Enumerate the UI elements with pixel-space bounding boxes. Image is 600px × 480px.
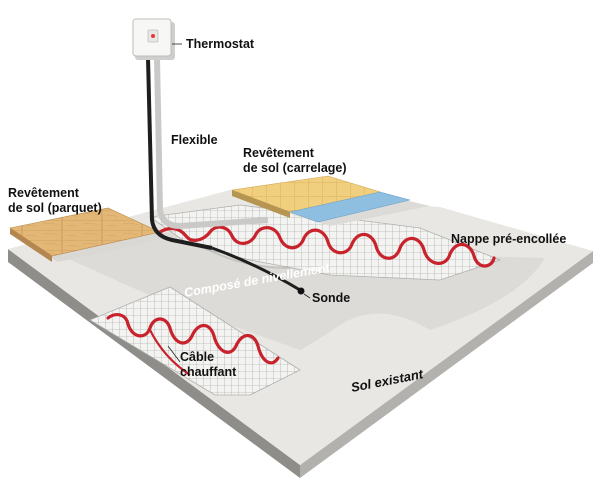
parquet-label-line2: de sol (parquet): [8, 201, 102, 215]
heating-cable-tail: [149, 329, 191, 376]
carrelage-label: Revêtement de sol (carrelage): [243, 146, 347, 176]
cable-label: Câble chauffant: [180, 350, 236, 380]
heating-cable: [106, 225, 496, 376]
tile-edge: [232, 190, 290, 218]
flexible-label: Flexible: [171, 133, 218, 147]
carrelage-label-line2: de sol (carrelage): [243, 161, 347, 175]
nappe-label: Nappe pré-encollée: [451, 232, 567, 246]
parquet-covering: [9, 207, 168, 262]
sonde-label: Sonde: [312, 291, 351, 305]
conduit-grey: [154, 57, 269, 230]
callout-lines: [167, 43, 311, 363]
parquet-edge: [10, 228, 52, 262]
carrelage-label-line1: Revêtement: [243, 146, 314, 160]
thermostat-box: [132, 18, 175, 60]
cable-label-line2: chauffant: [180, 365, 237, 379]
heating-cable-front: [106, 313, 280, 365]
slab-front-side: [300, 251, 593, 478]
sensor-wire: [211, 246, 301, 292]
cable-label-line1: Câble: [180, 350, 215, 364]
tile-insulation-strip: [288, 191, 411, 223]
tile-covering: [230, 175, 430, 226]
slab-left-side: [8, 249, 300, 478]
flexible-conduit: [146, 57, 301, 292]
thermostat-led: [151, 34, 155, 38]
thermostat-label: Thermostat: [186, 37, 255, 51]
parquet-label: Revêtement de sol (parquet): [8, 186, 102, 216]
conduit-black: [146, 57, 213, 250]
sensor-tip: [297, 287, 305, 295]
cable-leader: [167, 345, 181, 363]
heating-mat-front: [89, 286, 301, 396]
parquet-label-line1: Revêtement: [8, 186, 79, 200]
heating-cable-back: [158, 225, 496, 268]
sonde-leader: [303, 293, 311, 299]
